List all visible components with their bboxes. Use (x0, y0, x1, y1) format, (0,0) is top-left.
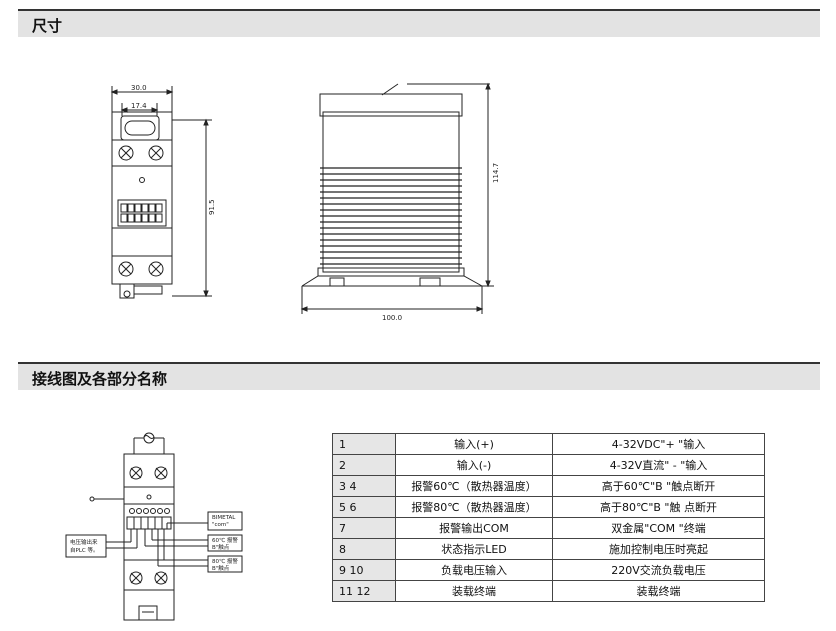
terminal-number: 9 10 (332, 559, 396, 581)
terminal-description: 高于80℃"B "触 点断开 (552, 496, 765, 518)
terminal-number: 8 (332, 538, 396, 560)
terminal-description: 双金属"COM "终端 (552, 517, 765, 539)
terminal-name: 状态指示LED (395, 538, 553, 560)
wiring-section-header: 接线图及各部分名称 (18, 362, 820, 390)
table-row: 3 4 报警60℃（散热器温度） 高于60℃"B "触点断开 (332, 475, 765, 497)
wiring-diagram: BIMETAL "com" 60℃ 报警 B"触点 80℃ 报警 B"触点 电压… (65, 432, 243, 621)
terminal-name: 装载终端 (395, 580, 553, 602)
dim-height-side: 114.7 (492, 163, 500, 183)
terminal-number: 11 12 (332, 580, 396, 602)
terminal-number: 1 (332, 433, 396, 455)
bimetal-label-line1: BIMETAL (212, 515, 236, 521)
table-row: 2 输入(-) 4-32V直流" - "输入 (332, 454, 765, 476)
terminal-name: 报警输出COM (395, 517, 553, 539)
front-view-drawing (110, 86, 212, 299)
table-row: 1 输入(+) 4-32VDC"+ "输入 (332, 433, 765, 455)
dim-width-inner: 17.4 (131, 102, 147, 110)
terminal-name: 报警80℃（散热器温度） (395, 496, 553, 518)
table-row: 9 10 负载电压输入 220V交流负载电压 (332, 559, 765, 581)
terminal-description: 施加控制电压时亮起 (552, 538, 765, 560)
terminal-description: 高于60℃"B "触点断开 (552, 475, 765, 497)
terminal-name: 输入(-) (395, 454, 553, 476)
alarm60-label-line2: B"触点 (212, 543, 230, 551)
alarm80-label-line2: B"触点 (212, 564, 230, 572)
terminal-name: 负载电压输入 (395, 559, 553, 581)
terminal-description-table: 1 输入(+) 4-32VDC"+ "输入 2 输入(-) 4-32V直流" -… (332, 433, 765, 602)
terminal-description: 4-32VDC"+ "输入 (552, 433, 765, 455)
dim-height-front: 91.5 (208, 199, 216, 215)
terminal-number: 7 (332, 517, 396, 539)
signal-source-label-line2: 自PLC 等。 (70, 546, 98, 554)
terminal-number: 3 4 (332, 475, 396, 497)
bimetal-label-line2: "com" (212, 522, 229, 528)
terminal-name: 报警60℃（散热器温度） (395, 475, 553, 497)
terminal-description: 4-32V直流" - "输入 (552, 454, 765, 476)
wiring-section-title: 接线图及各部分名称 (32, 370, 168, 388)
dimensions-section-title: 尺寸 (32, 17, 63, 35)
alarm60-label-line1: 60℃ 报警 (212, 536, 238, 544)
dimensions-section-header: 尺寸 (18, 9, 820, 37)
table-row: 8 状态指示LED 施加控制电压时亮起 (332, 538, 765, 560)
alarm80-label-line1: 80℃ 报警 (212, 557, 238, 565)
dim-width-total: 30.0 (131, 84, 147, 92)
terminal-number: 5 6 (332, 496, 396, 518)
dimension-drawings: 30.0 17.4 91.5 114.7 100.0 (110, 82, 500, 322)
terminal-name: 输入(+) (395, 433, 553, 455)
terminal-number: 2 (332, 454, 396, 476)
terminal-description: 220V交流负载电压 (552, 559, 765, 581)
dim-depth-side: 100.0 (382, 314, 402, 322)
side-view-drawing (300, 82, 494, 314)
signal-source-label-line1: 电压输出来 (70, 538, 98, 546)
table-row: 7 报警输出COM 双金属"COM "终端 (332, 517, 765, 539)
table-row: 5 6 报警80℃（散热器温度） 高于80℃"B "触 点断开 (332, 496, 765, 518)
terminal-description: 装载终端 (552, 580, 765, 602)
table-row: 11 12 装载终端 装载终端 (332, 580, 765, 602)
